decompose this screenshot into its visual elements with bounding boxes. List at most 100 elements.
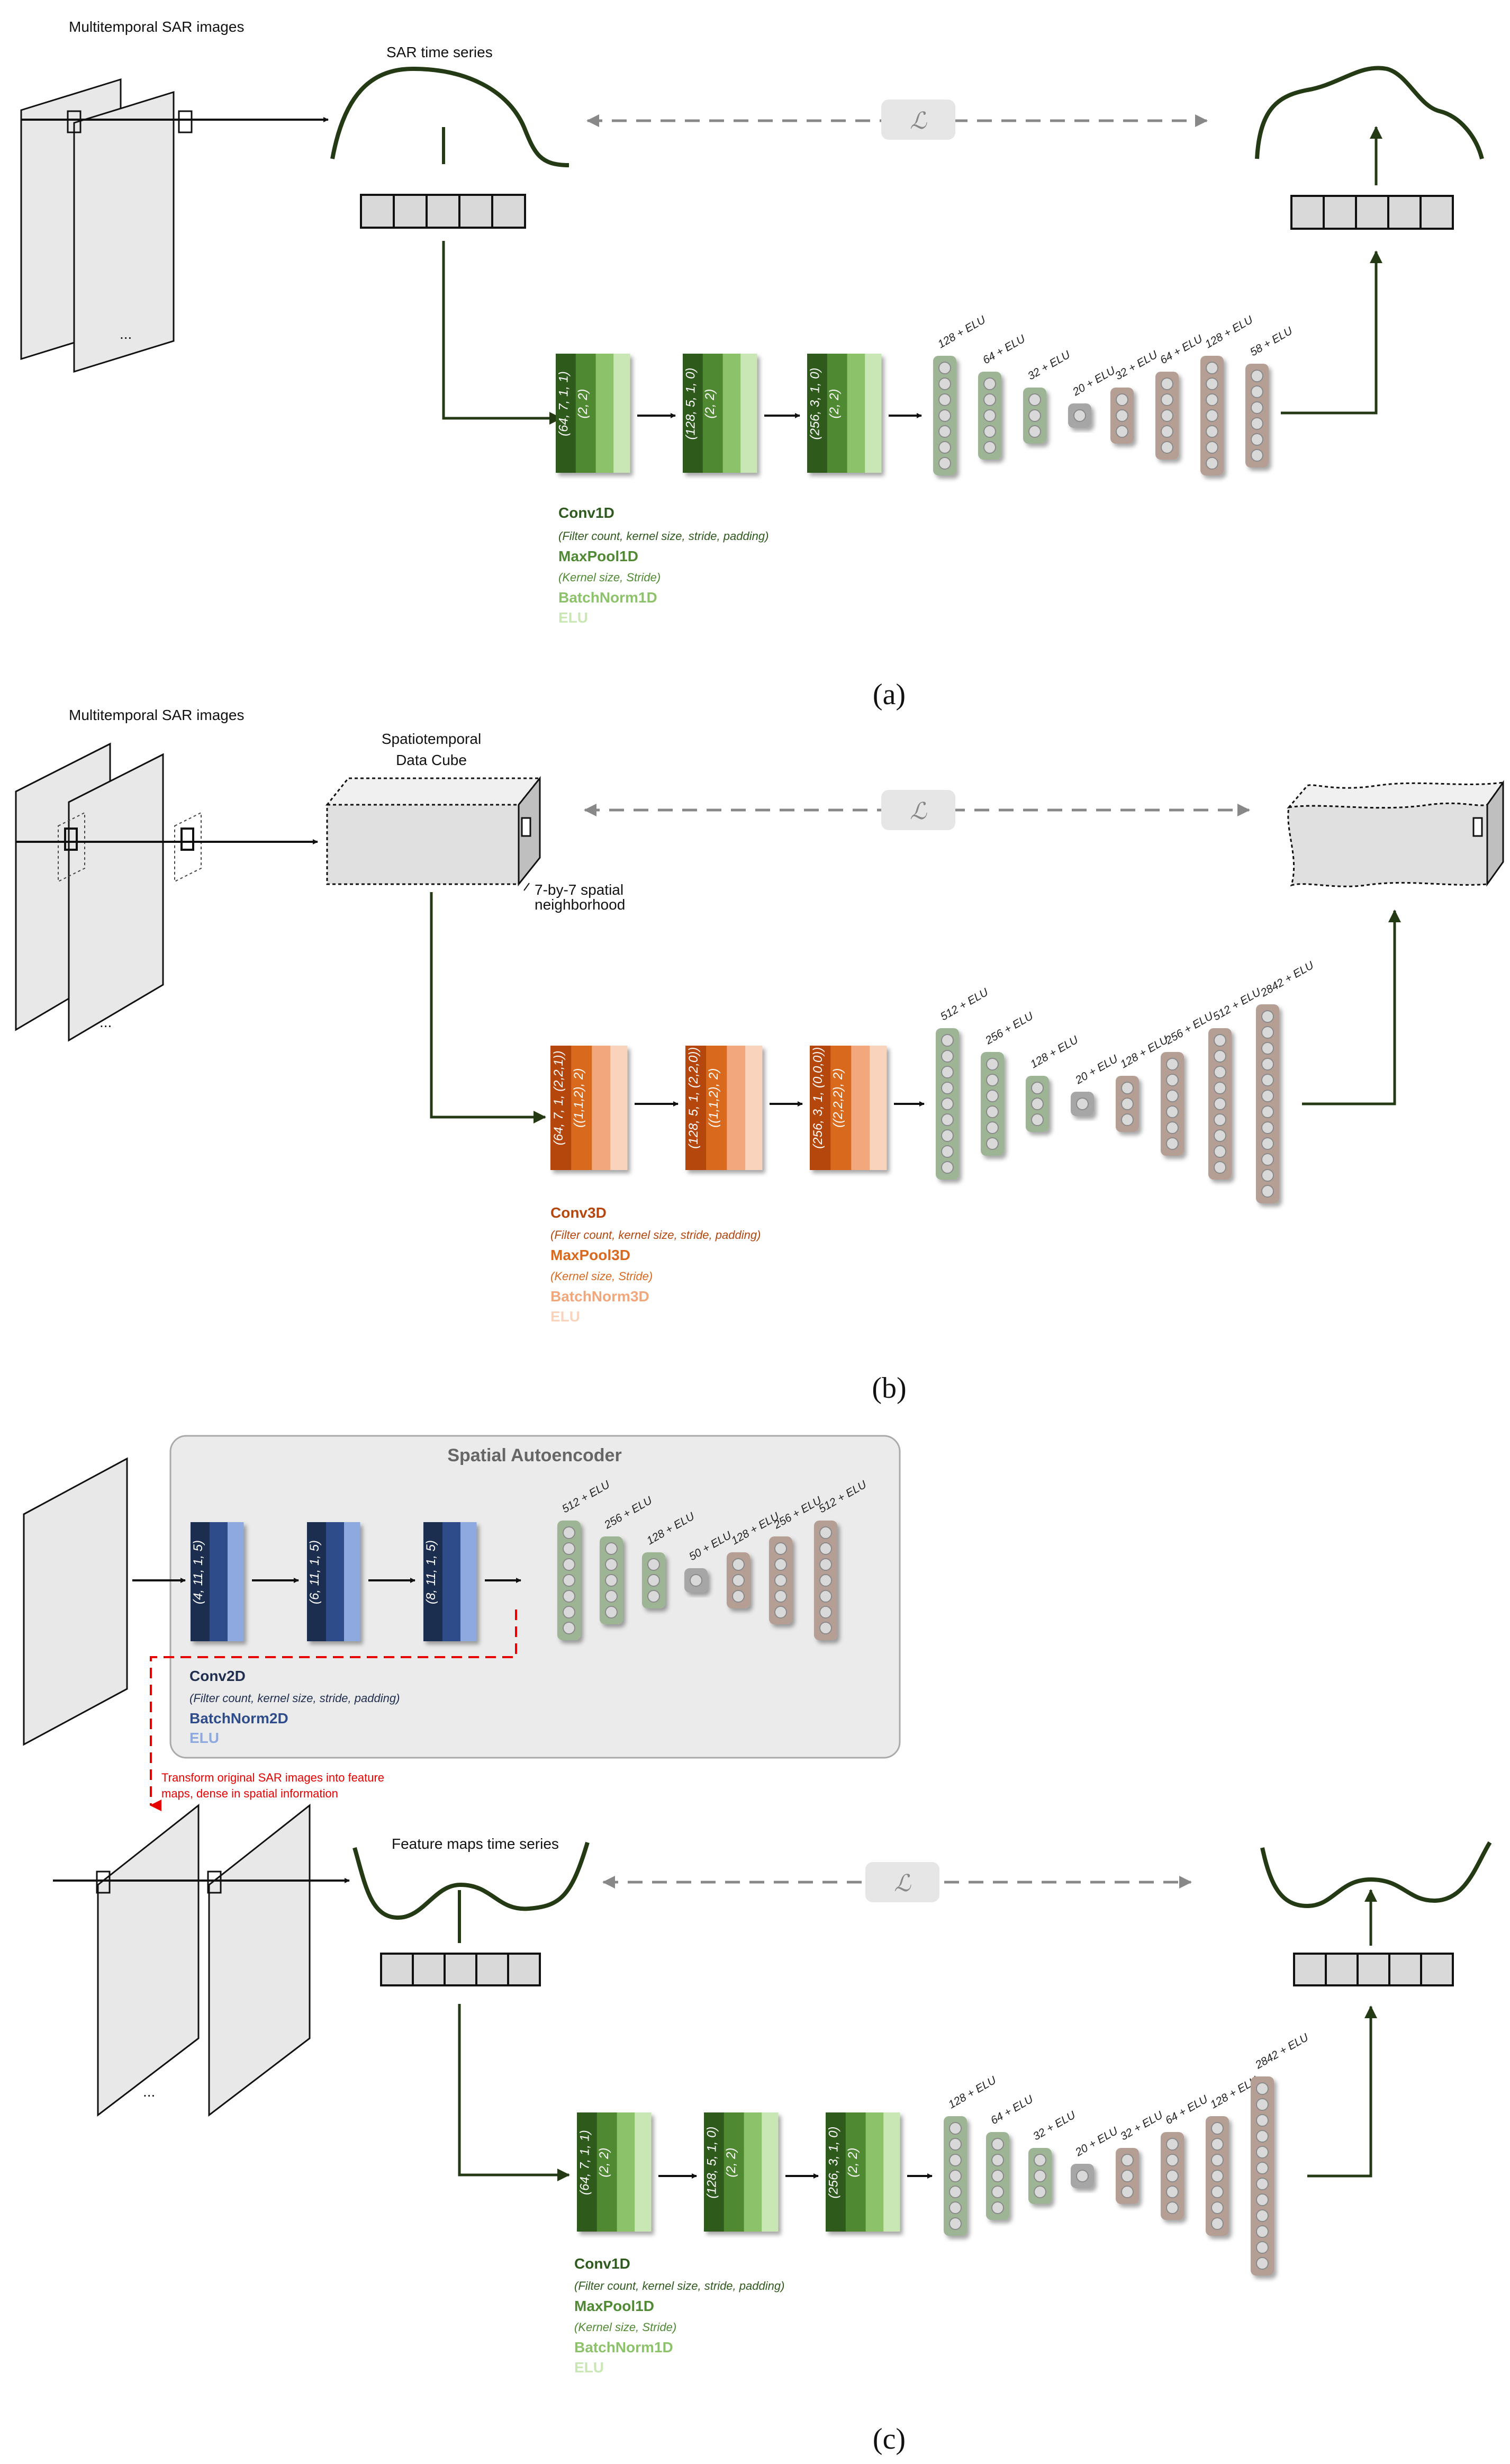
neuron-node [690, 1574, 702, 1587]
neuron-node [819, 1590, 832, 1603]
neuron-node [991, 2154, 1004, 2166]
neuron-node [563, 1622, 575, 1634]
neuron-node [1256, 2130, 1269, 2143]
sae-legend-act: ELU [189, 1730, 219, 1746]
neuron-node [941, 1098, 954, 1110]
conv-block-3: (256, 3, 1, 0)(2, 2) [826, 2112, 900, 2232]
dense-layer-3: 32 + ELU [1028, 2109, 1078, 2204]
neuron-node [1256, 2114, 1269, 2127]
dense-layer-1-label: 512 + ELU [938, 986, 991, 1023]
reconstructed-series-curve [1260, 1841, 1492, 1909]
caption-b: (b) [872, 1372, 906, 1405]
neuron-node [1166, 2138, 1179, 2151]
loss-symbol: ℒ [894, 1870, 911, 1897]
loss-symbol: ℒ [910, 798, 927, 825]
neuron-node [1256, 2257, 1269, 2270]
pixel-marker-1 [67, 110, 82, 133]
conv-block-3: (256, 3, 1, (0,0,0))((2,2,2), 2) [810, 1046, 887, 1170]
neuron-node [1251, 417, 1263, 430]
encoder-input-arrow [458, 2004, 570, 2181]
loss-connector: ℒ [602, 1862, 1192, 1902]
panel-a: Multitemporal SAR images ... SAR time se… [20, 19, 1484, 711]
spatiotemporal-data-cube [325, 776, 542, 887]
reconstructed-series-curve [1255, 66, 1484, 160]
neuron-node [1116, 425, 1128, 438]
neuron-node [1214, 1082, 1226, 1094]
sae-conv-block-1: (4, 11, 1, 5) [191, 1522, 244, 1641]
neuron-node [949, 2170, 962, 2182]
transform-note-2: maps, dense in spatial information [161, 1787, 338, 1800]
neuron-node [1261, 1074, 1274, 1086]
legend-a: Conv1D (Filter count, kernel size, strid… [558, 505, 768, 626]
conv-layers: (64, 7, 1, (2,2,1))((1,1,2), 2)(128, 5, … [550, 1046, 887, 1170]
conv-layers: (64, 7, 1, 1)(2, 2)(128, 5, 1, 0)(2, 2)(… [556, 354, 882, 473]
decoder-output-arrow [1281, 250, 1382, 415]
conv-block-2: (128, 5, 1, 0)(2, 2) [704, 2112, 779, 2232]
neuron-node [774, 1606, 787, 1618]
neuron-node [1206, 425, 1218, 438]
dense-layer-3: 128 + ELU [1026, 1033, 1081, 1132]
loss-symbol: ℒ [910, 107, 927, 134]
dense-layer-7: 512 + ELU [1208, 986, 1263, 1180]
neuron-node [938, 425, 951, 438]
neuron-node [1261, 1137, 1274, 1150]
neuron-node [938, 457, 951, 470]
neuron-node [605, 1542, 618, 1555]
dense-layer-6-label: 64 + ELU [1163, 2093, 1210, 2127]
neuron-node [1121, 2170, 1134, 2182]
legend-bn: BatchNorm3D [550, 1288, 649, 1305]
neuron-node [774, 1574, 787, 1587]
neuron-node [1261, 1121, 1274, 1134]
sae-legend: Conv2D (Filter count, kernel size, strid… [189, 1668, 400, 1746]
input-vector [380, 1953, 541, 1986]
neuron-node [1031, 1098, 1044, 1110]
neighborhood-label-2: neighborhood [535, 896, 625, 913]
encoder-input-arrow [430, 892, 546, 1123]
neuron-node [1166, 1137, 1179, 1150]
decoder-output-arrow [1302, 910, 1401, 1105]
neuron-node [949, 2154, 962, 2166]
dense-layer-2-label: 256 + ELU [983, 1010, 1036, 1047]
neuron-node [1214, 1113, 1226, 1126]
neuron-node [1261, 1090, 1274, 1102]
neuron-node [941, 1034, 954, 1047]
neuron-node [1256, 2225, 1269, 2238]
neuron-node [1166, 1090, 1179, 1102]
neuron-node [605, 1574, 618, 1587]
conv-block-2-params: (128, 5, 1, 0) [704, 2126, 719, 2198]
pixel-marker-2 [180, 828, 194, 851]
conv-block-3-pool-params: (2, 2) [827, 389, 842, 418]
neighborhood-window-1 [58, 812, 85, 883]
legend-act: ELU [574, 2359, 604, 2376]
legend-conv: Conv1D [574, 2255, 630, 2272]
neuron-node [563, 1590, 575, 1603]
legend-pool: MaxPool1D [558, 548, 638, 564]
neuron-node [1211, 2201, 1224, 2214]
neuron-node [983, 393, 996, 406]
conv-block-2: (128, 5, 1, 0)(2, 2) [683, 354, 757, 473]
legend-bn: BatchNorm1D [574, 2339, 673, 2355]
conv-block-1-pool-params: (2, 2) [597, 2147, 611, 2177]
conv-block-2-pool-params: (2, 2) [703, 389, 717, 418]
neuron-node [1028, 425, 1041, 438]
sae-title: Spatial Autoencoder [447, 1445, 621, 1465]
dense-layer-6: 256 + ELU [1161, 1010, 1216, 1156]
neuron-node [605, 1590, 618, 1603]
legend-bn: BatchNorm1D [558, 589, 657, 606]
loss-connector: ℒ [584, 790, 1250, 830]
neuron-node [949, 2217, 962, 2230]
neuron-node [563, 1558, 575, 1571]
neuron-node [941, 1082, 954, 1094]
neuron-node [1214, 1161, 1226, 1174]
output-vector [1290, 195, 1454, 230]
neuron-node [1256, 2209, 1269, 2222]
dense-layer-1-label: 128 + ELU [936, 313, 988, 350]
feature-time-series-curve [352, 1841, 590, 1920]
neuron-node [605, 1558, 618, 1571]
dense-layer-4: 20 + ELU [1071, 1053, 1120, 1116]
conv-block-3-params: (256, 3, 1, 0) [826, 2126, 840, 2198]
neuron-node [1256, 2193, 1269, 2206]
neuron-node [1206, 457, 1218, 470]
neuron-node [1161, 409, 1173, 422]
